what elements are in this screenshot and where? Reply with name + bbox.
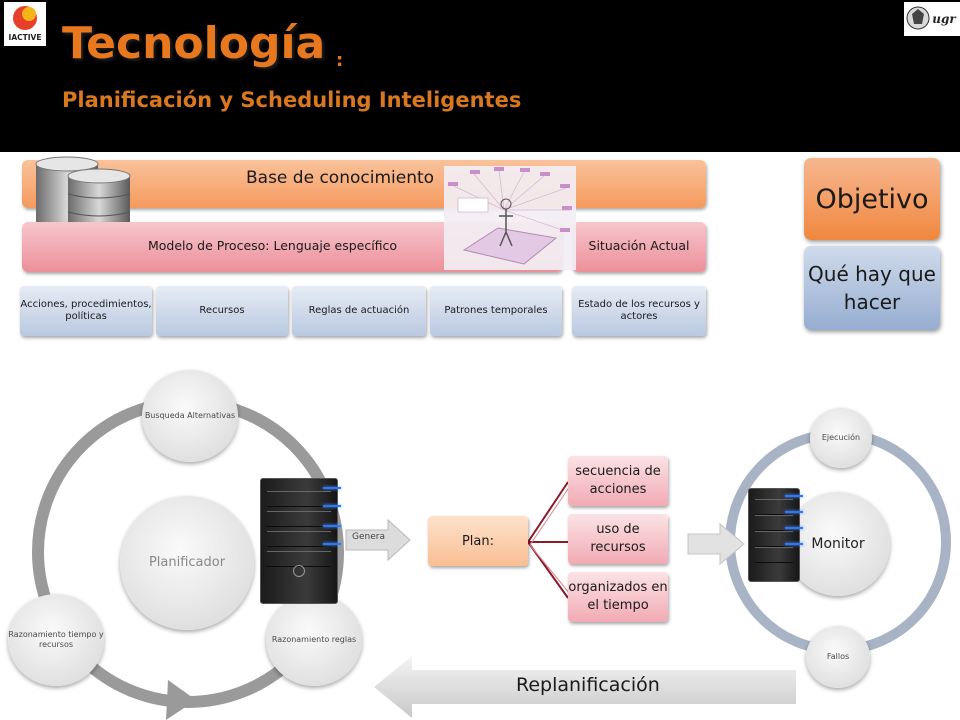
knowledge-cell-rules: Reglas de actuación [292, 286, 426, 336]
iactive-logo: IACTIVE [4, 2, 46, 46]
plan-box: Plan: [428, 516, 528, 566]
knowledge-base-label: Base de conocimiento [246, 168, 435, 188]
to-monitor-arrow [687, 522, 745, 566]
planner-node: Planificador [120, 496, 254, 630]
iactive-logo-graphic: IACTIVE [9, 6, 42, 42]
what-to-do-box: Qué hay que hacer [804, 246, 940, 330]
knowledge-base-bar [22, 160, 706, 208]
search-alternatives-node: Busqueda Alternativas [142, 370, 238, 462]
person-figure-image [444, 166, 576, 270]
replanning-label: Replanificación [516, 674, 660, 696]
replanning-arrow [374, 656, 796, 718]
knowledge-cell-temporal-patterns: Patrones temporales [430, 286, 562, 336]
monitor-node: Monitor [786, 492, 890, 596]
plan-item-resources: uso de recursos [568, 514, 668, 564]
execution-node: Ejecución [810, 408, 872, 468]
generates-label: Genera [352, 532, 385, 542]
process-model-label: Modelo de Proceso: Lenguaje específico [148, 238, 398, 253]
ugr-logo-graphic: ugr [906, 6, 957, 30]
generates-arrow [345, 518, 411, 562]
logo-right-text: ugr [932, 12, 957, 26]
time-resource-reasoning-node: Razonamiento tiempo y recursos [8, 594, 104, 686]
objective-box: Objetivo [804, 158, 940, 240]
plan-tree-connectors [527, 481, 571, 599]
logo-left-text: IACTIVE [9, 33, 42, 42]
rule-reasoning-node: Razonamiento reglas [266, 594, 362, 686]
cycle-arrow-head [166, 680, 196, 720]
knowledge-cell-resource-state: Estado de los recursos y actores [572, 286, 706, 336]
page-title: Tecnología [62, 18, 326, 69]
ugr-logo: ugr [904, 2, 960, 36]
knowledge-cell-resources: Recursos [156, 286, 288, 336]
plan-item-time: organizados en el tiempo [568, 572, 668, 622]
title-colon: : [336, 50, 344, 71]
knowledge-cell-actions: Acciones, procedimientos, políticas [20, 286, 152, 336]
server-icon [260, 478, 341, 604]
header-bar [0, 0, 960, 152]
plan-item-sequence: secuencia de acciones [568, 456, 668, 506]
page-subtitle: Planificación y Scheduling Inteligentes [62, 88, 522, 112]
current-situation-label: Situación Actual [588, 238, 690, 253]
failures-node: Fallos [806, 626, 870, 688]
monitor-server-icon [748, 488, 803, 582]
current-situation-bar [572, 222, 706, 272]
